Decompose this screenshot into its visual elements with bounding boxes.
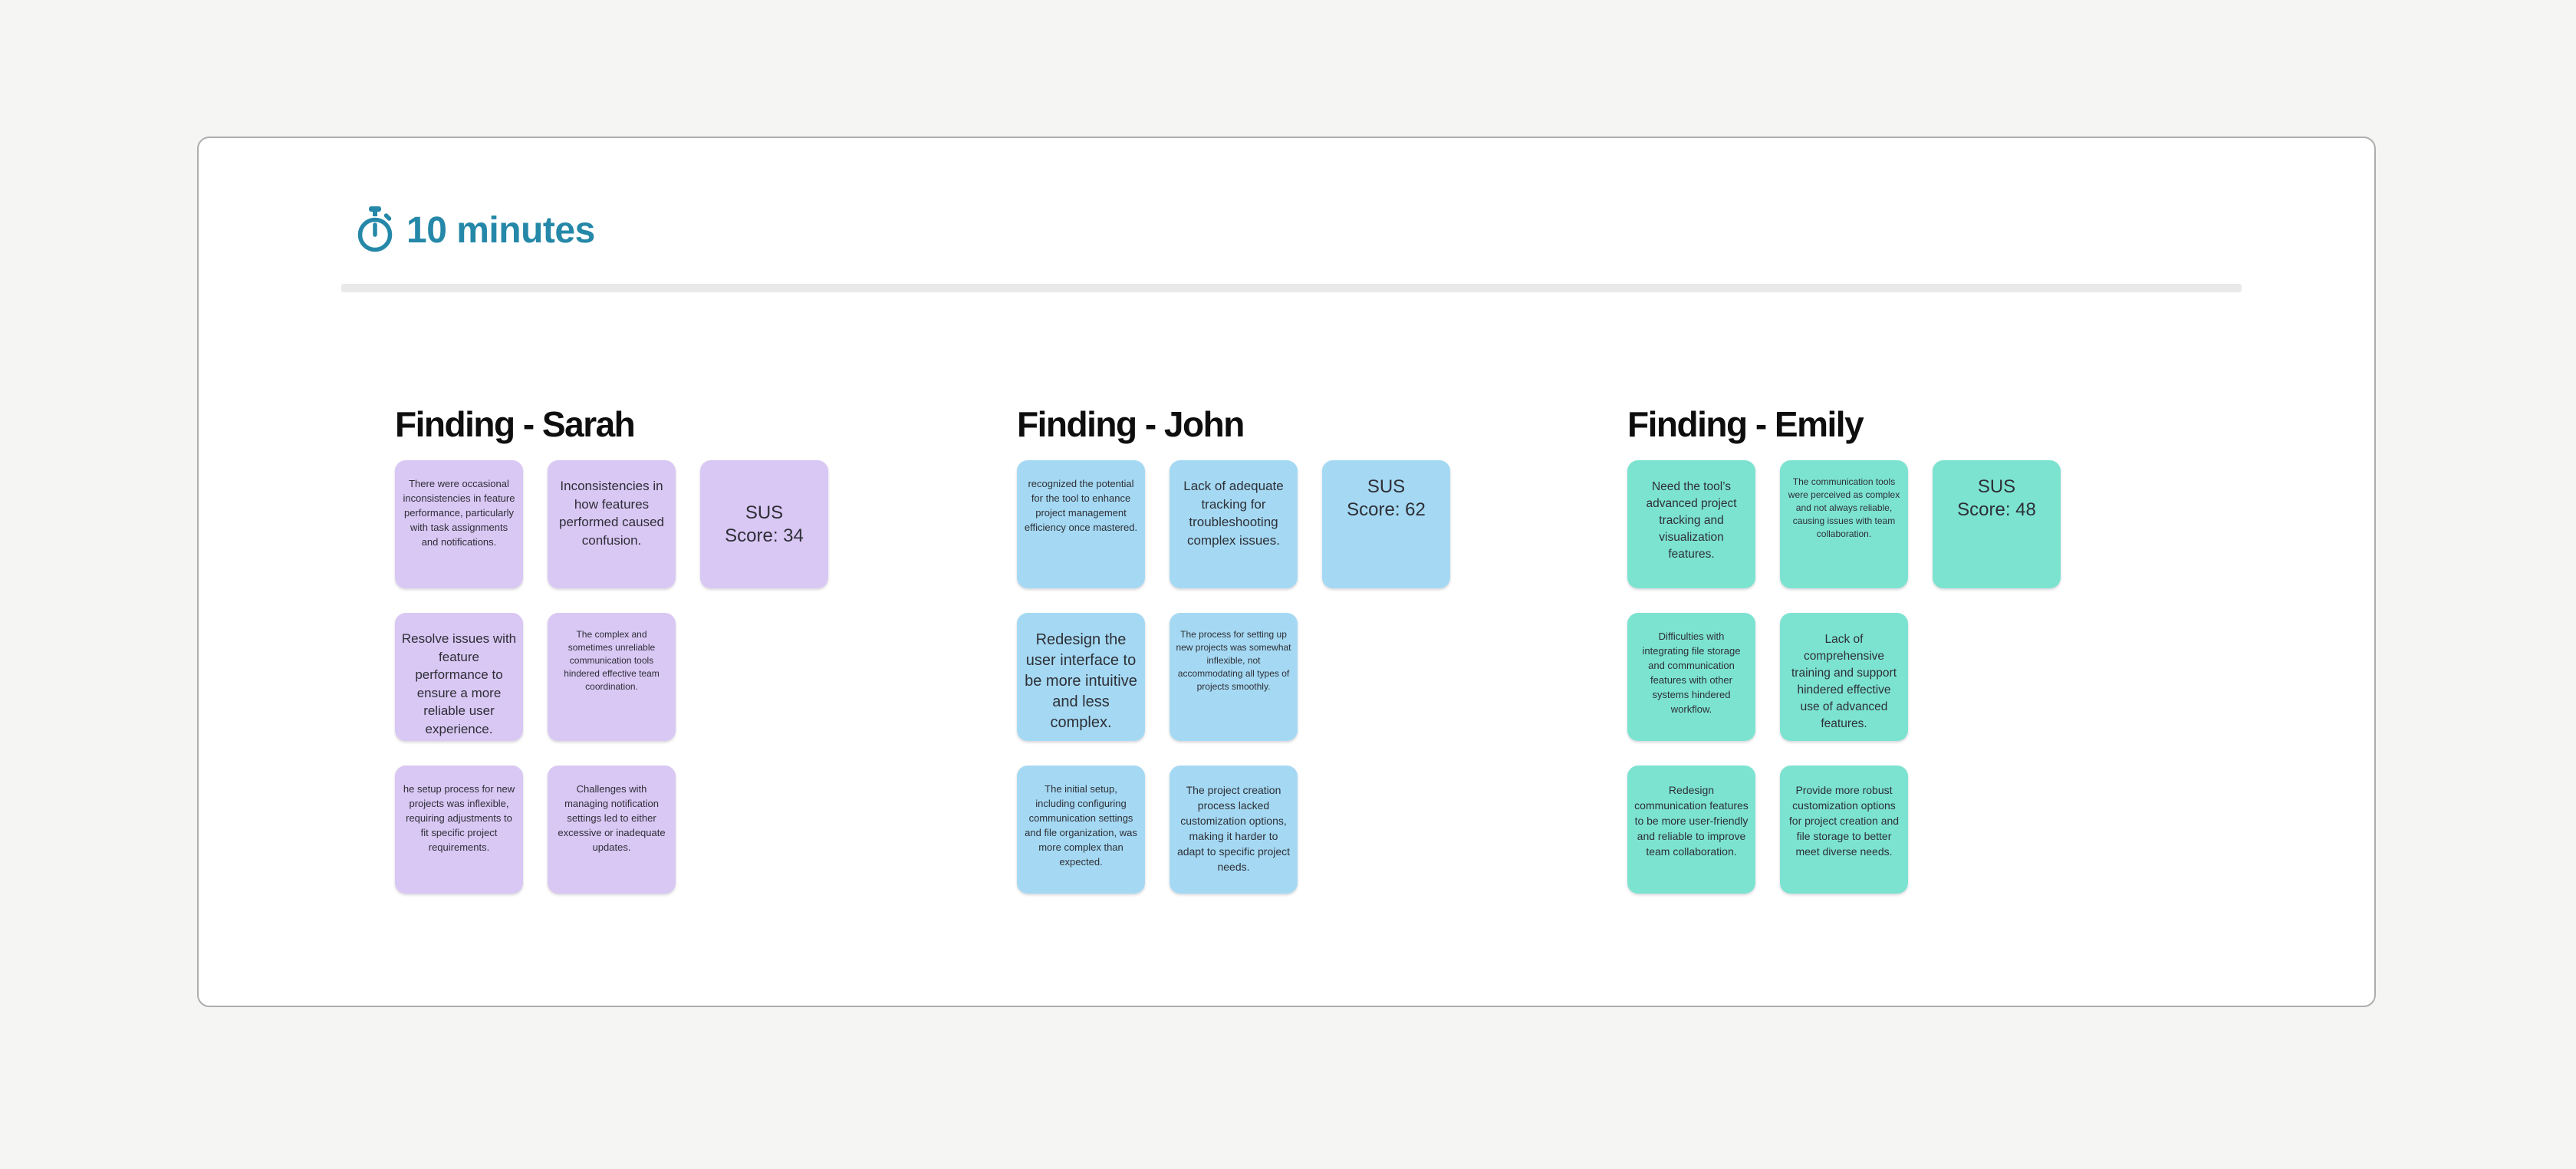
column-title[interactable]: Finding - John	[1017, 404, 1245, 444]
sus-score-sticky[interactable]: SUS Score: 48	[1933, 460, 2061, 588]
sticky-note[interactable]: The project creation process lacked cust…	[1170, 766, 1298, 894]
note-row: recognized the potential for the tool to…	[1017, 460, 1451, 588]
sus-score-sticky[interactable]: SUS Score: 62	[1322, 460, 1450, 588]
sticky-note[interactable]: Lack of adequate tracking for troublesho…	[1170, 460, 1298, 588]
sticky-note[interactable]: The process for setting up new projects …	[1170, 613, 1298, 741]
sticky-note[interactable]: Lack of comprehensive training and suppo…	[1780, 613, 1908, 741]
sus-score-sticky[interactable]: SUS Score: 34	[700, 460, 828, 588]
note-row: Difficulties with integrating file stora…	[1627, 613, 2061, 741]
sticky-note[interactable]: Difficulties with integrating file stora…	[1627, 613, 1755, 741]
sticky-note[interactable]: Inconsistencies in how features performe…	[548, 460, 676, 588]
sticky-note[interactable]: The complex and sometimes unreliable com…	[548, 613, 676, 741]
sticky-note[interactable]: Challenges with managing notification se…	[548, 766, 676, 894]
note-row: Need the tool’s advanced project trackin…	[1627, 460, 2061, 588]
sticky-note[interactable]: he setup process for new projects was in…	[395, 766, 523, 894]
sticky-note[interactable]: recognized the potential for the tool to…	[1017, 460, 1145, 588]
sticky-note[interactable]: Resolve issues with feature performance …	[395, 613, 523, 741]
column-title[interactable]: Finding - Sarah	[395, 404, 636, 444]
note-row: Redesign communication features to be mo…	[1627, 766, 2061, 894]
sticky-note[interactable]: Provide more robust customization option…	[1780, 766, 1908, 894]
sticky-note[interactable]: Need the tool’s advanced project trackin…	[1627, 460, 1755, 588]
sticky-note[interactable]: The initial setup, including configuring…	[1017, 766, 1145, 894]
sticky-note[interactable]: There were occasional inconsistencies in…	[395, 460, 523, 588]
timer-label: 10 minutes	[406, 209, 595, 251]
note-row: There were occasional inconsistencies in…	[395, 460, 829, 588]
note-row: Resolve issues with feature performance …	[395, 613, 829, 741]
timer-widget[interactable]: 10 minutes	[356, 206, 595, 255]
column-title[interactable]: Finding - Emily	[1627, 404, 1864, 444]
timer-progress-bar	[341, 284, 2242, 292]
note-row: The initial setup, including configuring…	[1017, 766, 1451, 894]
stopwatch-icon	[356, 206, 394, 254]
sticky-note[interactable]: Redesign the user interface to be more i…	[1017, 613, 1145, 741]
note-row: he setup process for new projects was in…	[395, 766, 829, 894]
sticky-note[interactable]: The communication tools were perceived a…	[1780, 460, 1908, 588]
finding-column: Finding - John recognized the potential f…	[1017, 405, 1451, 918]
note-row: Redesign the user interface to be more i…	[1017, 613, 1451, 741]
sticky-note[interactable]: Redesign communication features to be mo…	[1627, 766, 1755, 894]
